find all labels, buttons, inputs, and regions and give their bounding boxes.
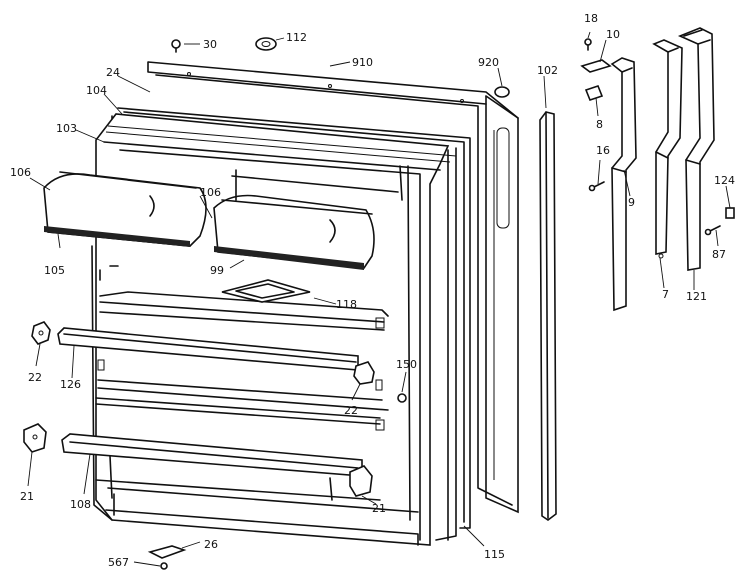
hinge-screw-18	[584, 38, 592, 51]
rail-end-cap-lower-right	[349, 465, 373, 497]
handle-bracket-7	[652, 39, 683, 259]
hardware-screw-87	[704, 225, 721, 236]
label-9: 9	[628, 196, 635, 209]
hardware-cap-920	[494, 86, 510, 98]
label-26: 26	[204, 538, 218, 551]
hardware-screw-150	[397, 393, 407, 403]
label-124: 124	[714, 174, 735, 187]
handle-trim-strip	[539, 111, 557, 521]
rail-end-cap-upper-right	[353, 361, 375, 385]
label-7: 7	[662, 288, 669, 301]
hardware-screw-30	[171, 39, 181, 53]
label-106-right: 106	[200, 186, 221, 199]
rail-end-cap-upper-left	[31, 321, 51, 345]
label-112: 112	[286, 31, 307, 44]
part-labels: 30 112 910 920 102 18 10 8 16 9 124 87 7…	[10, 12, 735, 569]
label-102: 102	[537, 64, 558, 77]
outer-door-panel	[147, 61, 519, 514]
label-24: 24	[106, 66, 120, 79]
label-18: 18	[584, 12, 598, 25]
handle-bracket-9	[610, 57, 637, 312]
label-104: 104	[86, 84, 107, 97]
hinge-bracket-10	[580, 59, 612, 73]
label-103: 103	[56, 122, 77, 135]
label-87: 87	[712, 248, 726, 261]
hardware-plug-112	[255, 37, 277, 51]
egg-tray	[221, 279, 311, 303]
label-126: 126	[60, 378, 81, 391]
label-105: 105	[44, 264, 65, 277]
label-30: 30	[203, 38, 217, 51]
label-118: 118	[336, 298, 357, 311]
hardware-screw-567	[160, 562, 168, 570]
label-920: 920	[478, 56, 499, 69]
label-22-left: 22	[28, 371, 42, 384]
shelf-rail-upper	[57, 327, 359, 371]
label-22-right: 22	[344, 404, 358, 417]
handle-bracket-121	[677, 27, 715, 271]
label-16: 16	[596, 144, 610, 157]
door-gasket	[111, 107, 471, 541]
label-21-left: 21	[20, 490, 34, 503]
dairy-door-left	[43, 171, 207, 247]
dairy-door-right	[213, 169, 399, 270]
hinge-clip-8	[584, 85, 604, 101]
inner-door-liner	[91, 113, 457, 546]
label-150: 150	[396, 358, 417, 371]
leader-lines	[27, 31, 731, 567]
label-910: 910	[352, 56, 373, 69]
label-567: 567	[108, 556, 129, 569]
hinge-screw-16	[588, 181, 605, 192]
rail-end-cap-lower-left	[23, 423, 47, 453]
label-115: 115	[484, 548, 505, 561]
hardware-clip-124	[725, 207, 735, 219]
label-108: 108	[70, 498, 91, 511]
label-21-right: 21	[372, 502, 386, 515]
label-99: 99	[210, 264, 224, 277]
label-121: 121	[686, 290, 707, 303]
label-10: 10	[606, 28, 620, 41]
label-106-left: 106	[10, 166, 31, 179]
label-8: 8	[596, 118, 603, 131]
hardware-plate-26	[147, 545, 187, 559]
